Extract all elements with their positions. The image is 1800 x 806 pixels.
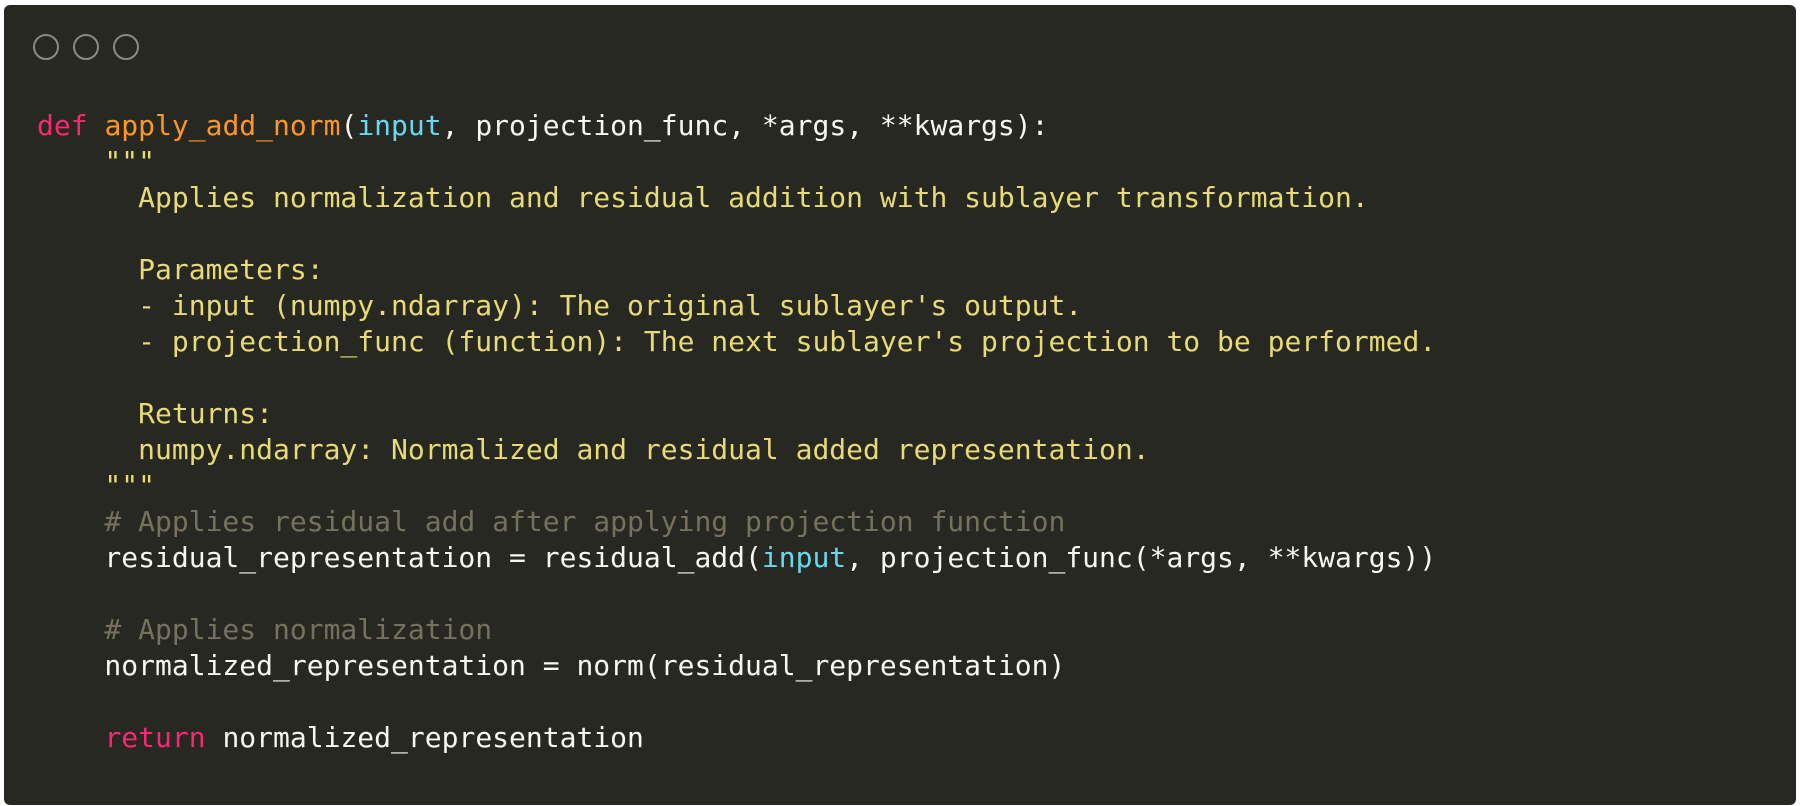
docstring-line: numpy.ndarray: Normalized and residual a…: [37, 433, 1150, 466]
keyword-return: return: [104, 721, 206, 754]
param-input: input: [761, 541, 847, 574]
window-controls: [33, 34, 139, 60]
code-line-def: def apply_add_norm(input, projection_fun…: [37, 109, 1049, 142]
code-line-return: return normalized_representation: [104, 721, 644, 754]
docstring-line: Parameters:: [37, 253, 324, 286]
code-line-residual: residual_representation = residual_add(i…: [37, 541, 1437, 574]
docstring-line: Returns:: [37, 397, 274, 430]
code-line-normalized: normalized_representation = norm(residua…: [37, 649, 1066, 682]
docstring-open: """: [37, 145, 156, 178]
docstring-line: [37, 360, 1436, 396]
docstring-close: """: [37, 469, 156, 502]
code-window: def apply_add_norm(input, projection_fun…: [4, 5, 1796, 805]
blank-line: [37, 684, 1436, 720]
keyword-def: def: [37, 109, 88, 142]
function-name: apply_add_norm: [104, 109, 341, 142]
docstring-line: - input (numpy.ndarray): The original su…: [37, 289, 1083, 322]
zoom-button[interactable]: [113, 34, 139, 60]
minimize-button[interactable]: [73, 34, 99, 60]
docstring-line: Applies normalization and residual addit…: [37, 181, 1369, 214]
comment-line: # Applies normalization: [37, 613, 493, 646]
docstring-line: - projection_func (function): The next s…: [37, 325, 1437, 358]
close-button[interactable]: [33, 34, 59, 60]
code-block: def apply_add_norm(input, projection_fun…: [37, 108, 1436, 756]
param-input: input: [357, 109, 442, 142]
docstring-line: [37, 216, 1436, 252]
blank-line: [37, 576, 1436, 612]
comment-line: # Applies residual add after applying pr…: [37, 505, 1066, 538]
